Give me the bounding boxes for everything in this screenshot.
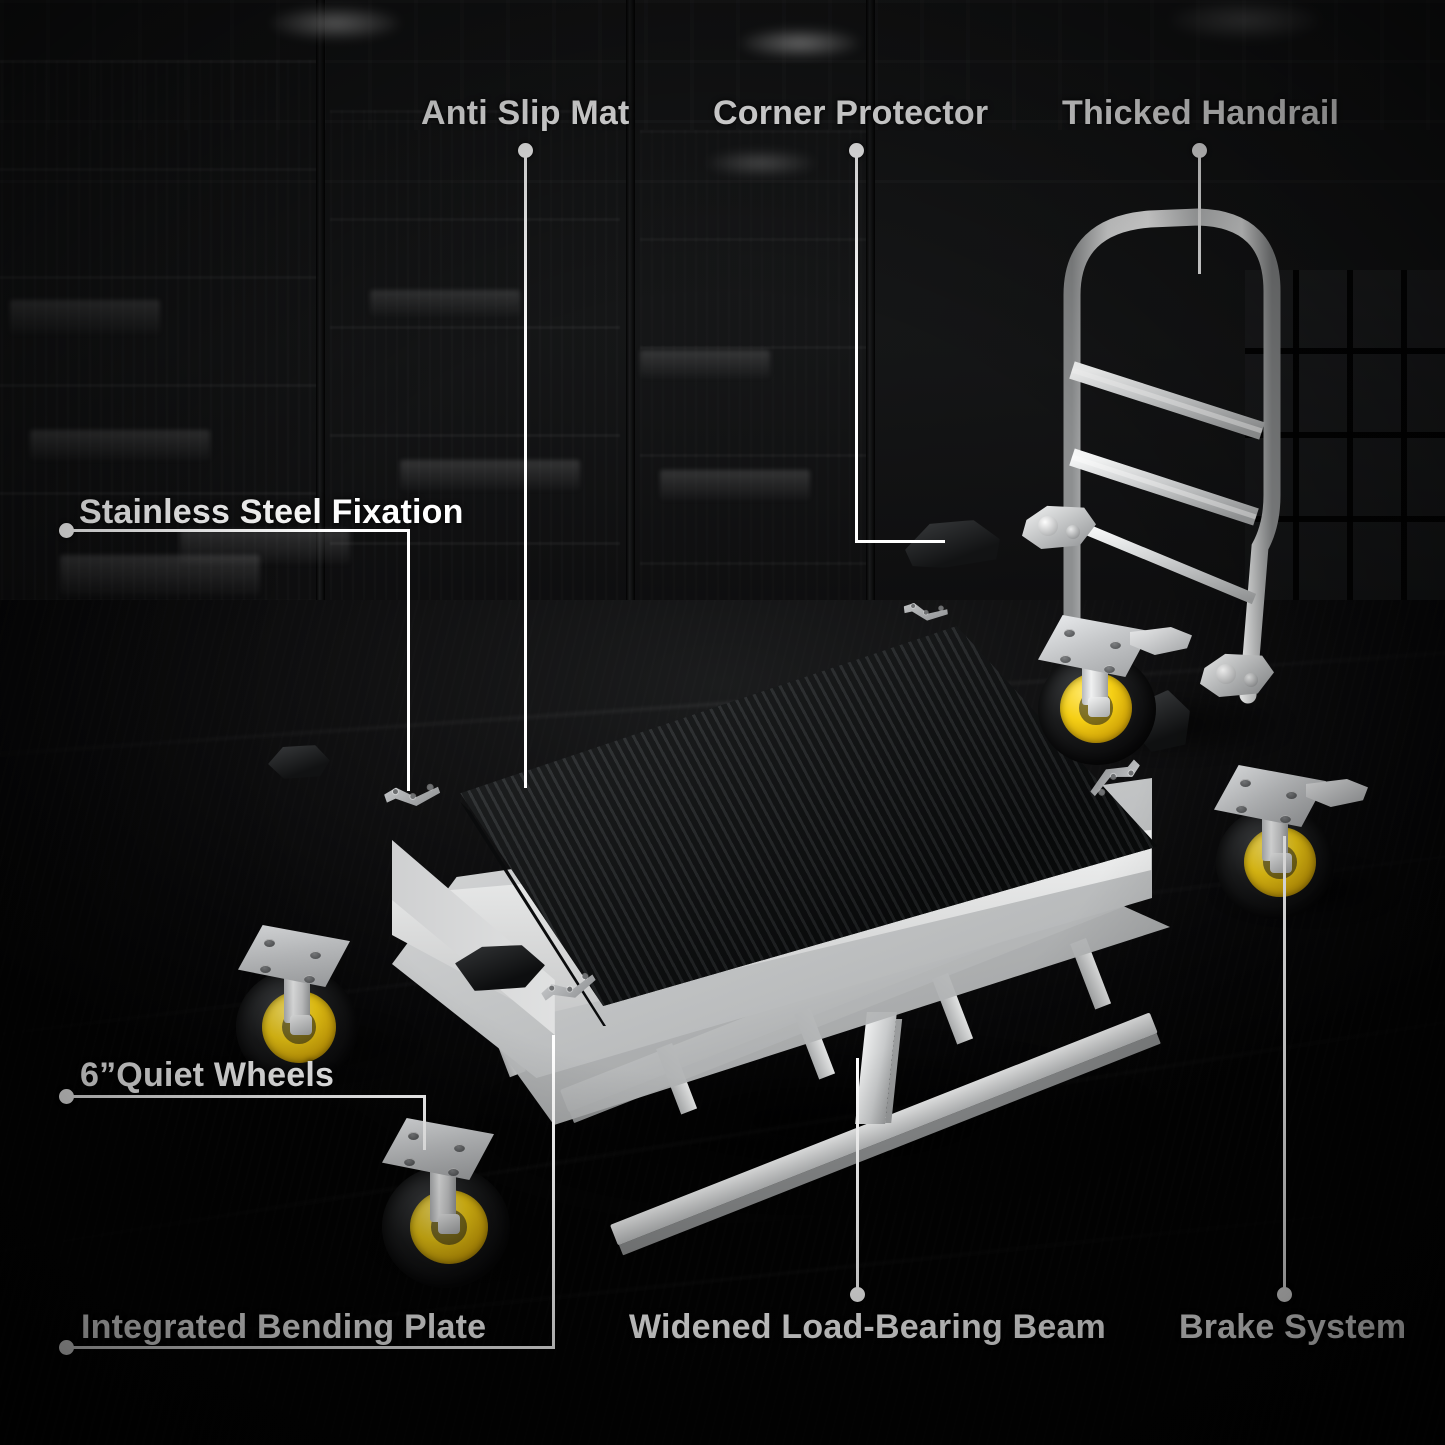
callout-label-thicked-handrail: Thicked Handrail [1062,94,1340,132]
corner-fixation-bracket [383,773,441,811]
callout-line-anti-slip-mat [524,152,527,788]
callout-line-wlbb [856,1058,859,1290]
callout-line-qw-v [423,1095,426,1150]
brake-lever [1306,779,1368,807]
mount-pin [1244,673,1258,687]
mount-knob [1216,664,1236,684]
callout-line-ssf-v [407,529,410,791]
corner-protector-rubber [268,745,330,779]
callout-label-integrated-bending-plate: Integrated Bending Plate [81,1308,487,1346]
mount-knob [1038,516,1058,536]
callout-label-stainless-steel-fixation: Stainless Steel Fixation [79,493,464,531]
caster-mount-plate [238,925,350,987]
callout-line-thicked-handrail [1198,152,1201,274]
callout-label-quiet-wheels: 6”Quiet Wheels [80,1056,335,1094]
callout-line-ssf-h [72,529,409,532]
caster-axle-nut [290,1015,312,1035]
callout-label-brake-system: Brake System [1179,1308,1407,1346]
callout-label-widened-load-bearing-beam: Widened Load-Bearing Beam [629,1308,1106,1346]
caster-axle-nut [438,1214,460,1234]
callout-label-corner-protector: Corner Protector [713,94,989,132]
caster-axle-nut [1270,853,1292,873]
callout-line-ibp-h [72,1346,555,1349]
callout-line-qw-h [72,1095,425,1098]
caster-axle-nut [1088,697,1110,717]
callout-line-ibp-v [552,1035,555,1348]
corner-protector-rubber [905,520,1000,568]
mount-pin [1066,525,1080,539]
callout-line-corner-protector-v [855,152,858,542]
callout-label-anti-slip-mat: Anti Slip Mat [421,94,630,132]
callout-line-corner-protector-h [855,540,945,543]
callout-line-brake-system [1283,836,1286,1292]
corner-fixation-bracket [902,592,950,625]
